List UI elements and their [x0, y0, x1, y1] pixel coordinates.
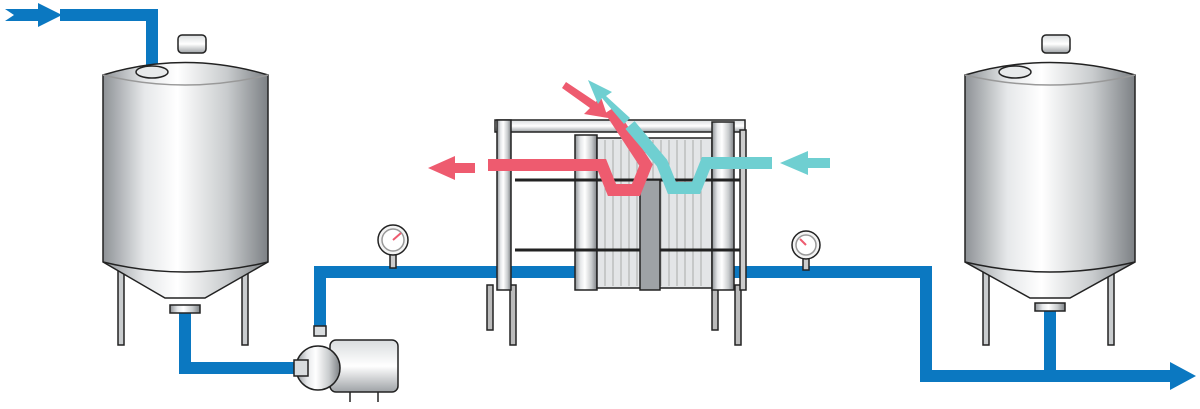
- cooling-out-arrow-icon: [588, 80, 630, 124]
- outlet-arrow-icon: [1130, 362, 1196, 390]
- pressure-gauge-inlet: [377, 224, 409, 269]
- heating-medium-line: [488, 106, 653, 196]
- inlet-arrow-icon: [5, 3, 62, 27]
- heating-out-arrow-icon: [428, 156, 475, 180]
- tank-to-pump-pipe: [179, 305, 300, 374]
- cooling-in-arrow-icon: [780, 151, 830, 175]
- plate-heat-exchanger: [486, 119, 747, 346]
- centrifugal-pump: [293, 325, 399, 402]
- supply-tank: [102, 34, 269, 346]
- heating-in-arrow-icon: [562, 82, 608, 118]
- receiving-tank: [964, 34, 1136, 346]
- pressure-gauge-outlet: [791, 230, 821, 271]
- inlet-pipe: [60, 9, 158, 70]
- cooling-medium-line: [625, 121, 772, 194]
